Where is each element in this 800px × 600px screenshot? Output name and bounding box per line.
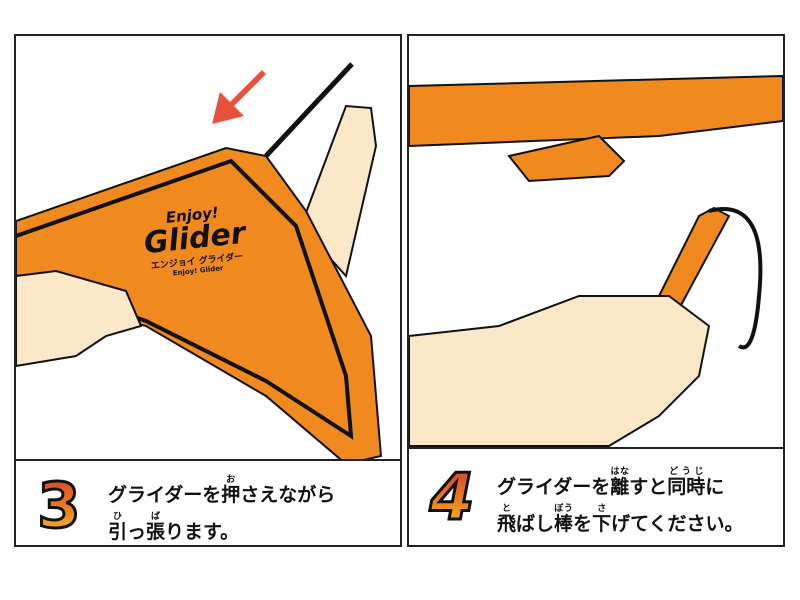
step-3-instruction: グライダーを押おさえながら 引ひっ張ばります。 bbox=[108, 475, 336, 543]
pull-direction-arrow-icon bbox=[212, 70, 266, 124]
flying-glider bbox=[409, 74, 783, 148]
glider-pilot bbox=[507, 134, 626, 183]
step-4-instruction: グライダーを離はなすと同時どうじに 飛とばし棒ぼうを下さげてください。 bbox=[497, 467, 744, 535]
step-4-illustration bbox=[409, 74, 783, 447]
step-3-caption: 3 グライダーを押おさえながら 引ひっ張ばります。 bbox=[16, 459, 400, 545]
step-3-panel: Enjoy! Glider エンジョイ グライダー Enjoy! Glider … bbox=[14, 34, 402, 547]
svg-text:3: 3 bbox=[37, 471, 80, 537]
launch-stick bbox=[264, 62, 354, 158]
glider-logo: Enjoy! Glider エンジョイ グライダー Enjoy! Glider bbox=[142, 203, 248, 278]
hand-left bbox=[16, 269, 143, 368]
step-number-4-badge: 4 bbox=[427, 460, 476, 530]
svg-text:4: 4 bbox=[429, 461, 475, 529]
arm bbox=[299, 104, 378, 279]
hand bbox=[409, 295, 711, 447]
step-4-caption: 4 グライダーを離はなすと同時どうじに 飛とばし棒ぼうを下さげてください。 bbox=[409, 447, 783, 545]
step-number-3-badge: 3 bbox=[36, 471, 82, 537]
step-4-panel: 4 グライダーを離はなすと同時どうじに 飛とばし棒ぼうを下さげてください。 bbox=[407, 34, 785, 547]
rubber-band bbox=[708, 207, 763, 350]
step-3-illustration bbox=[16, 62, 383, 466]
